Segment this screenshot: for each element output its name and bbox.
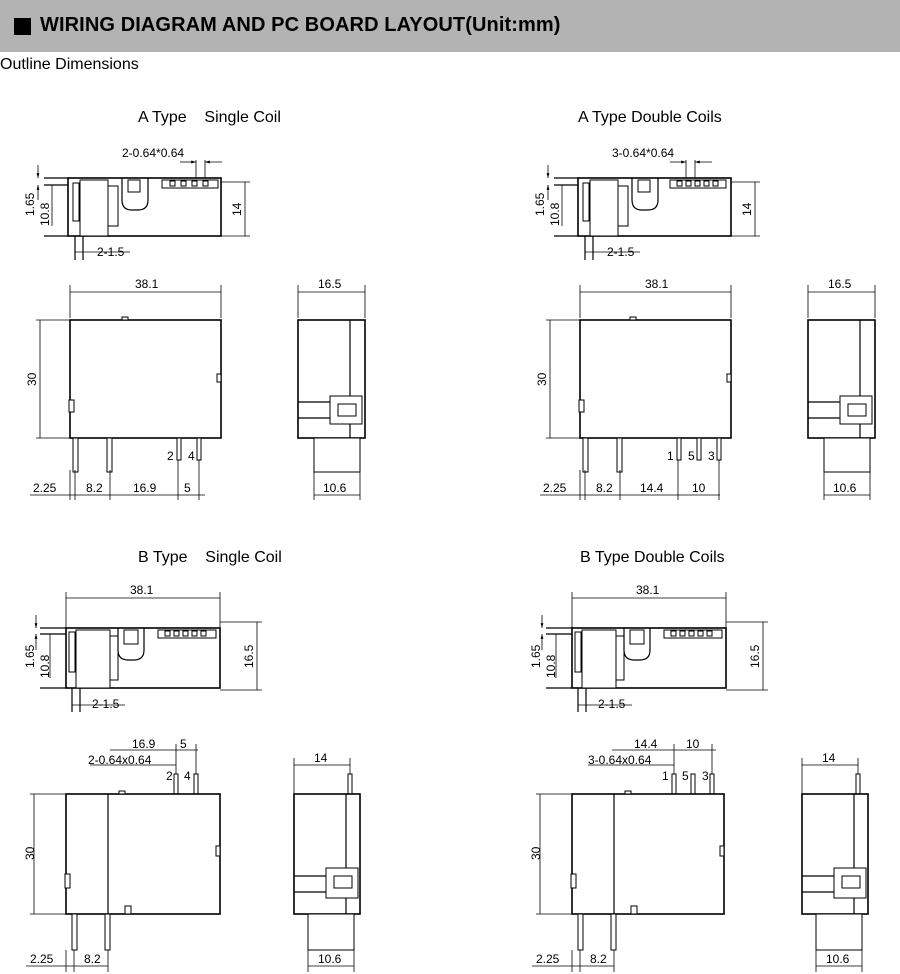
dim-10-8: 10.8 [38,654,52,678]
pin-label: 4 [188,449,195,463]
dim-2-1-5: 2-1.5 [97,245,125,259]
dim-pin-spacing-2: 10 [692,481,706,495]
section-title: WIRING DIAGRAM AND PC BOARD LAYOUT(Unit:… [40,14,561,36]
side-view: 16.5 10.6 [297,277,366,500]
front-view: 16.9 5 2-0.64x0.64 2 4 30 [23,737,221,972]
front-view: 38.1 30 2 4 2.25 8.2 16.9 5 [25,277,222,500]
side-view: 14 10.6 [801,751,869,972]
pin-label: 4 [184,769,191,783]
front-view: 14.4 10 3-0.64x0.64 1 5 3 30 [529,737,725,972]
side-view: 16.5 10.6 [807,277,876,500]
dim-10-6: 10.6 [833,481,857,495]
dim-pin-size: 3-0.64x0.64 [588,753,652,767]
top-view: 38.1 1.65 10.8 16.5 [23,583,262,712]
dim-14: 14 [740,202,754,216]
top-view: 2-0.64*0.64 1.65 10.8 14 2-1.5 [23,146,250,260]
dim-2-1-5: 2-1.5 [607,245,635,259]
panel-a-single-coil: A Type Single Coil 2-0.64*0.64 [23,109,366,500]
dim-14: 14 [822,751,836,765]
pin-label: 5 [682,769,689,783]
dim-8-2: 8.2 [596,481,613,495]
side-view: 14 10.6 [293,751,361,972]
dim-2-1-5: 2-1.5 [598,697,626,711]
page-subtitle: Outline Dimensions [0,56,139,73]
dim-8-2: 8.2 [86,481,103,495]
dim-16-5: 16.5 [828,277,852,291]
dim-14: 14 [314,751,328,765]
dim-30: 30 [23,846,37,860]
dim-2-25: 2.25 [30,952,54,966]
dim-pin-spacing: 14.4 [634,737,658,751]
dim-38-1: 38.1 [130,583,154,597]
dim-1-65: 1.65 [23,192,37,216]
dim-10-8: 10.8 [38,202,52,226]
dim-2-25: 2.25 [33,481,57,495]
panel-heading: A Type Single Coil [138,109,281,126]
dim-16-5: 16.5 [242,644,256,668]
panel-heading: B Type Single Coil [138,549,282,566]
pin-label: 1 [667,449,674,463]
panel-heading: A Type Double Coils [578,109,722,126]
pin-label: 1 [662,769,669,783]
dim-1-65: 1.65 [533,192,547,216]
pin-label: 5 [688,449,695,463]
dim-10-8: 10.8 [548,202,562,226]
dim-pin-spacing-2: 10 [686,737,700,751]
dim-16-5: 16.5 [748,644,762,668]
panel-b-single-coil: B Type Single Coil 38.1 1 [23,549,361,972]
panel-b-double-coils: B Type Double Coils 38.1 1.6 [529,549,869,972]
dim-38-1: 38.1 [645,277,669,291]
dim-16-5: 16.5 [318,277,342,291]
dim-38-1: 38.1 [636,583,660,597]
pin-label: 3 [702,769,709,783]
dim-30: 30 [529,846,543,860]
dim-10-6: 10.6 [318,952,342,966]
top-view: 3-0.64*0.64 1.65 10.8 14 2-1.5 [533,146,760,260]
panel-heading: B Type Double Coils [580,549,725,566]
pin-label: 2 [166,769,173,783]
dim-pin-spacing-2: 5 [180,737,187,751]
dim-14: 14 [230,202,244,216]
dim-2-25: 2.25 [543,481,567,495]
dim-1-65: 1.65 [23,644,37,668]
dim-pin-spacing: 14.4 [640,481,664,495]
front-view: 38.1 30 1 5 3 2.25 8.2 14.4 [535,277,732,500]
dim-2-1-5: 2-1.5 [92,697,120,711]
dim-8-2: 8.2 [84,952,101,966]
dim-2-25: 2.25 [536,952,560,966]
top-view: 38.1 1.65 10.8 16.5 [529,583,768,712]
dim-10-6: 10.6 [323,481,347,495]
dim-pin-size: 3-0.64*0.64 [612,146,674,160]
dim-10-8: 10.8 [544,654,558,678]
dim-1-65: 1.65 [529,644,543,668]
dim-38-1: 38.1 [135,277,159,291]
dim-30: 30 [535,372,549,386]
dim-pin-spacing: 16.9 [133,481,157,495]
panel-a-double-coils: A Type Double Coils 3-0.64*0.64 [533,109,876,500]
dim-pin-spacing-2: 5 [184,481,191,495]
dim-10-6: 10.6 [826,952,850,966]
section-header: WIRING DIAGRAM AND PC BOARD LAYOUT(Unit:… [0,0,900,52]
dim-pin-size: 2-0.64*0.64 [122,146,184,160]
dim-pin-size: 2-0.64x0.64 [88,753,152,767]
square-bullet-icon [14,18,31,35]
dim-30: 30 [25,372,39,386]
pin-label: 2 [167,449,174,463]
dim-8-2: 8.2 [590,952,607,966]
pin-label: 3 [708,449,715,463]
dim-pin-spacing: 16.9 [132,737,156,751]
